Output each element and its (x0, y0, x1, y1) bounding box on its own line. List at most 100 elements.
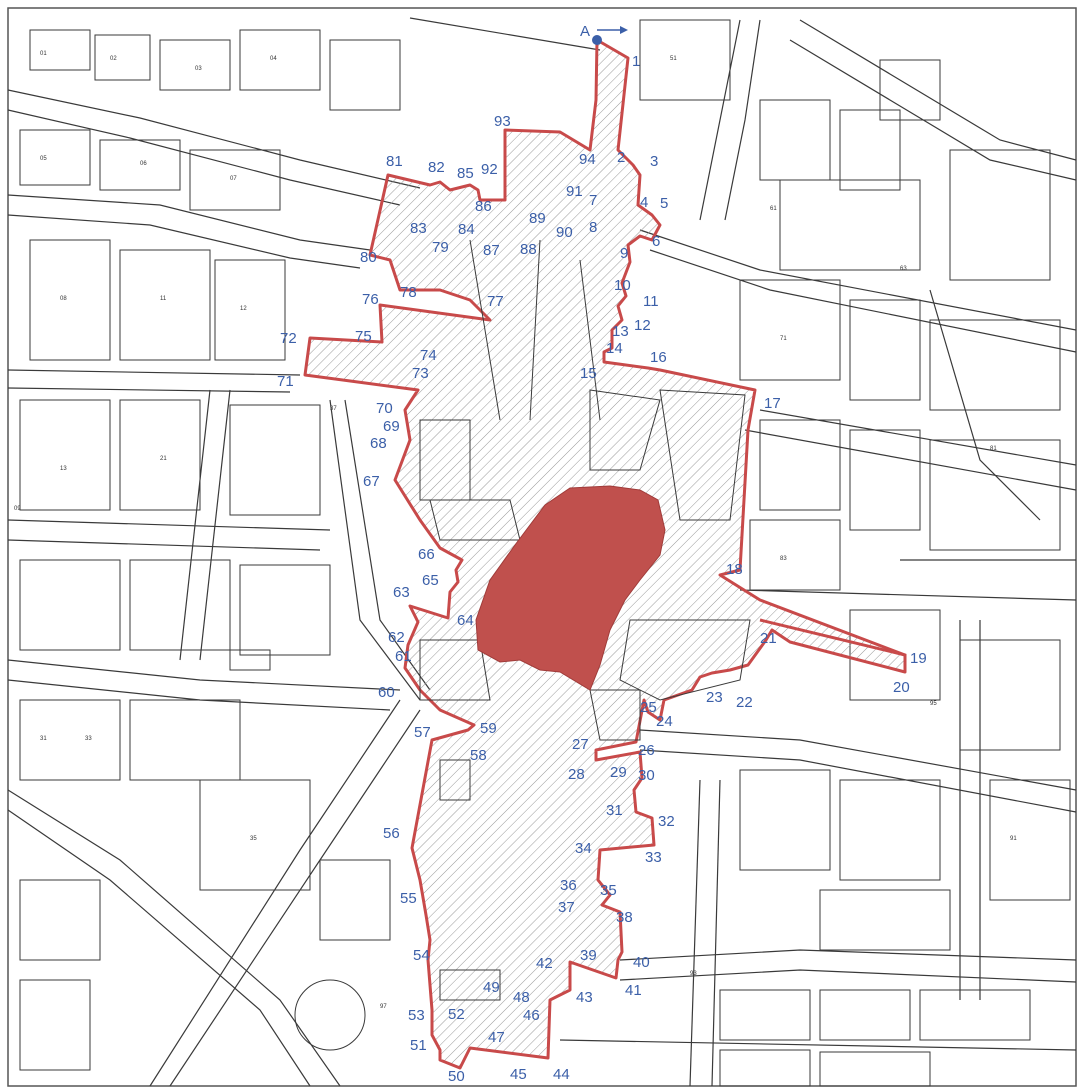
point-label: 90 (556, 224, 573, 241)
parcel-number: 13 (60, 466, 67, 472)
point-label: 81 (386, 153, 403, 170)
point-label: 22 (736, 694, 753, 711)
point-label: 84 (458, 221, 475, 238)
point-label: 2 (617, 149, 625, 166)
point-label: 16 (650, 349, 667, 366)
point-label: 63 (393, 584, 410, 601)
point-label: 82 (428, 159, 445, 176)
parcel-number: 83 (780, 556, 787, 562)
point-label: 71 (277, 373, 294, 390)
parcel-number: 21 (160, 456, 167, 462)
point-label: 83 (410, 220, 427, 237)
parcel-blocks (19, 19, 1071, 1087)
parcel-number: 71 (780, 336, 787, 342)
reference-marker: A (580, 23, 628, 45)
point-label: 66 (418, 546, 435, 563)
point-label: 38 (616, 909, 633, 926)
point-label: 69 (383, 418, 400, 435)
marker-label: A (580, 23, 590, 40)
point-label: 10 (614, 277, 631, 294)
point-label: 65 (422, 572, 439, 589)
core-area-red (475, 485, 666, 691)
point-label: 76 (362, 291, 379, 308)
point-label: 52 (448, 1006, 465, 1023)
parcel-number: 03 (195, 66, 202, 72)
map-frame (7, 7, 1077, 1087)
point-label: 44 (553, 1066, 570, 1083)
point-label: 24 (656, 713, 673, 730)
point-label: 5 (660, 195, 668, 212)
point-label: 55 (400, 890, 417, 907)
point-label: 64 (457, 612, 474, 629)
parcel-number: 37 (330, 406, 337, 412)
point-label: 56 (383, 825, 400, 842)
point-label: 18 (726, 561, 743, 578)
point-label: 42 (536, 955, 553, 972)
point-label: 46 (523, 1007, 540, 1024)
parcel-number: 05 (40, 156, 47, 162)
point-label: 6 (652, 233, 660, 250)
point-label: 79 (432, 239, 449, 256)
parcel-number: 07 (230, 176, 237, 182)
point-label: 91 (566, 183, 583, 200)
point-label: 19 (910, 650, 927, 667)
point-label: 73 (412, 365, 429, 382)
point-label: 21 (760, 630, 777, 647)
point-label: 53 (408, 1007, 425, 1024)
point-label: 68 (370, 435, 387, 452)
parcel-number: 11 (160, 296, 167, 302)
point-label: 33 (645, 849, 662, 866)
point-label: 75 (355, 328, 372, 345)
parcel-number: 12 (240, 306, 247, 312)
point-label: 89 (529, 210, 546, 227)
point-label: 67 (363, 473, 380, 490)
point-label: 36 (560, 877, 577, 894)
point-label: 58 (470, 747, 487, 764)
point-label: 8 (589, 219, 597, 236)
point-label: 54 (413, 947, 430, 964)
point-label: 50 (448, 1068, 465, 1085)
point-label: 74 (420, 347, 437, 364)
point-label: 48 (513, 989, 530, 1006)
point-label: 51 (410, 1037, 427, 1054)
parcel-number: 08 (60, 296, 67, 302)
parcel-number: 95 (930, 701, 937, 707)
parcel-number: 31 (40, 736, 47, 742)
parcel-number: 06 (140, 161, 147, 167)
boundary-labels: 1 2 3 4 5 6 7 8 9 10 11 12 13 14 15 16 1… (277, 53, 927, 1085)
parcel-number-labels: 01 02 03 04 05 06 07 08 09 11 12 13 21 3… (14, 51, 1017, 1010)
point-label: 43 (576, 989, 593, 1006)
point-label: 1 (632, 53, 640, 70)
point-label: 11 (643, 293, 659, 310)
point-label: 3 (650, 153, 658, 170)
point-label: 87 (483, 242, 500, 259)
point-label: 27 (572, 736, 589, 753)
point-label: 72 (280, 330, 297, 347)
point-label: 49 (483, 979, 500, 996)
parcel-number: 93 (690, 971, 697, 977)
point-label: 45 (510, 1066, 527, 1083)
point-label: 86 (475, 198, 492, 215)
point-label: 93 (494, 113, 511, 130)
parcel-number: 51 (670, 56, 677, 62)
point-label: 4 (640, 194, 648, 211)
point-label: 60 (378, 684, 395, 701)
point-label: 32 (658, 813, 675, 830)
point-label: 17 (764, 395, 781, 412)
point-label: 25 (640, 699, 657, 716)
point-label: 15 (580, 365, 597, 382)
point-label: 7 (589, 192, 597, 209)
point-label: 13 (612, 323, 629, 340)
point-label: 47 (488, 1029, 505, 1046)
point-label: 40 (633, 954, 650, 971)
parcel-number: 35 (250, 836, 257, 842)
point-label: 61 (395, 648, 412, 665)
point-label: 20 (893, 679, 910, 696)
point-label: 29 (610, 764, 627, 781)
point-label: 85 (457, 165, 474, 182)
parcel-number: 97 (380, 1004, 387, 1010)
parcel-number: 04 (270, 56, 277, 62)
point-label: 80 (360, 249, 377, 266)
internal-parcels (419, 239, 751, 1001)
